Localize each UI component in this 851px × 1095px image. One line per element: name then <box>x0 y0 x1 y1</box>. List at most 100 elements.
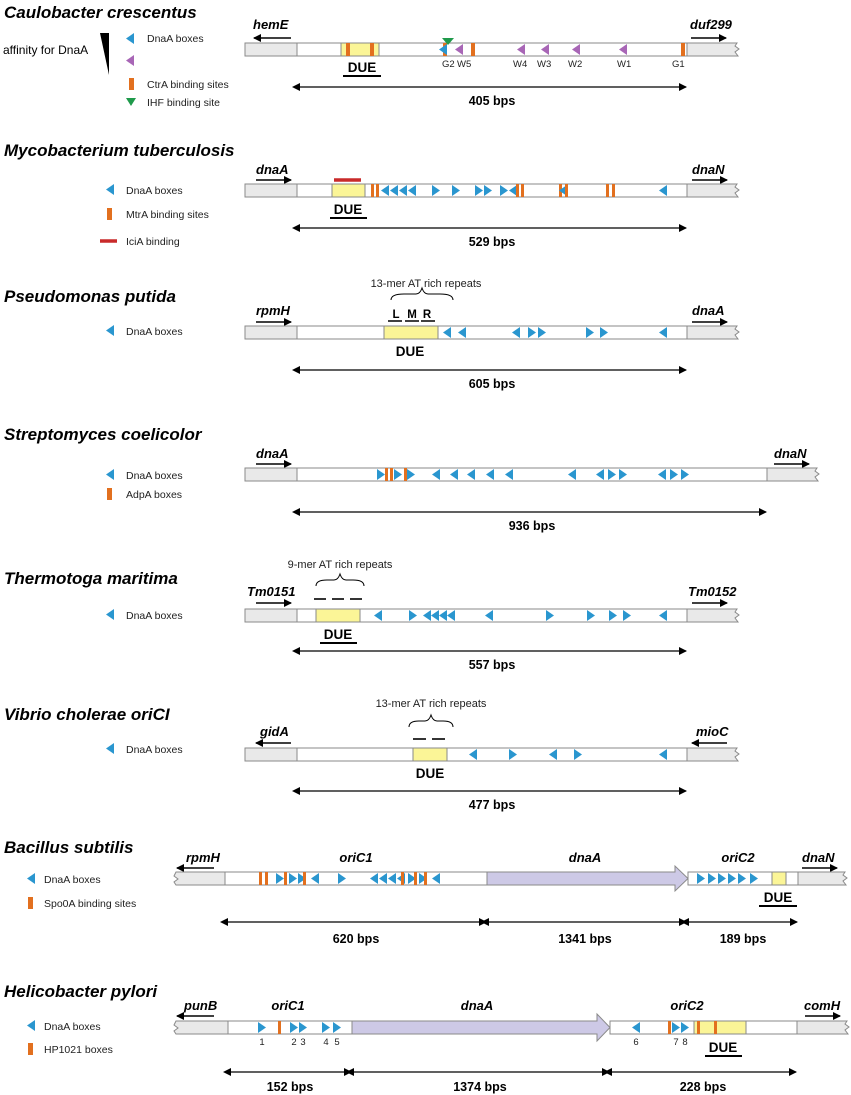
dnaa-gene-arrow <box>351 1012 611 1043</box>
flank-gene-box <box>244 608 298 623</box>
spo0a-site <box>265 872 268 885</box>
span-label: 189 bps <box>720 932 767 946</box>
ctra-site <box>346 43 350 56</box>
flank-gene-box <box>686 42 740 57</box>
gene-label-tm0152: Tm0152 <box>688 584 737 599</box>
legend-label: HP1021 boxes <box>44 1044 113 1056</box>
dnaa-box <box>512 327 520 338</box>
gene-label-mioC: mioC <box>696 724 729 739</box>
dnaa-box <box>608 469 616 480</box>
dnaa-box <box>486 469 494 480</box>
span-label: 152 bps <box>267 1080 314 1094</box>
flank-gene-box <box>173 871 226 886</box>
dnaa-gene-arrow <box>486 864 689 893</box>
span-label: 477 bps <box>469 798 516 812</box>
gene-label-hemE: hemE <box>253 17 289 32</box>
origin-bar <box>224 871 488 886</box>
mtra-site <box>612 184 615 197</box>
repeat-note: 13-mer AT rich repeats <box>371 278 482 290</box>
flank-gene-box <box>173 1020 229 1035</box>
panel-mycobacterium: Mycobacterium tuberculosis dnaA dnaN DUE <box>4 141 740 249</box>
dnaa-box <box>549 749 557 760</box>
ctra-site-icon <box>129 78 134 90</box>
dnaa-box <box>447 610 455 621</box>
dnaa-box <box>509 185 517 196</box>
site-label-w2: W2 <box>568 59 582 70</box>
hp1021-box <box>714 1021 717 1034</box>
dnaa-box <box>322 1022 330 1033</box>
dnaa-box <box>374 610 382 621</box>
dnaa-box <box>439 610 447 621</box>
dnaa-box <box>409 610 417 621</box>
dnaa-box-weak <box>619 44 627 55</box>
legend-label: DnaA boxes <box>126 326 183 338</box>
due-region <box>331 183 366 198</box>
gene-label-punB: punB <box>183 998 217 1013</box>
dnaa-box <box>432 469 440 480</box>
gene-label-dnaA: dnaA <box>256 446 289 461</box>
gene-label-rpmH: rpmH <box>256 303 291 318</box>
dnaa-box-icon <box>106 184 114 195</box>
adpa-box <box>385 468 388 481</box>
due-region <box>315 608 361 623</box>
panel-caulobacter: Caulobacter crescentus hemE duf299 G2 W5… <box>3 3 740 109</box>
site-label-g1: G1 <box>672 59 685 70</box>
dnaa-box <box>381 185 389 196</box>
due-label: DUE <box>764 890 793 905</box>
ihf-site-icon <box>126 98 136 106</box>
dnaa-box <box>377 469 385 480</box>
hp1021-box <box>278 1021 281 1034</box>
gene-label-dnaN: dnaN <box>802 850 835 865</box>
dnaa-box <box>258 1022 266 1033</box>
dnaa-box <box>338 873 346 884</box>
dnaa-box <box>370 873 378 884</box>
box-number: 5 <box>334 1037 339 1048</box>
panel-title: Streptomyces coelicolor <box>4 425 203 444</box>
gene-label-duf299: duf299 <box>690 17 733 32</box>
box-number: 2 <box>291 1037 296 1048</box>
dnaa-box-weak <box>541 44 549 55</box>
dnaa-box <box>379 873 387 884</box>
spo0a-site-icon <box>28 897 33 909</box>
origin-bar <box>296 325 688 340</box>
dnaa-box <box>443 327 451 338</box>
dnaa-box <box>509 749 517 760</box>
box-number: 3 <box>300 1037 305 1048</box>
spo0a-site <box>259 872 262 885</box>
legend-label: DnaA boxes <box>44 874 101 886</box>
gene-label-dnaN: dnaN <box>692 162 725 177</box>
dnaa-box <box>708 873 716 884</box>
site-label-g2: G2 <box>442 59 455 70</box>
panel-pseudomonas: Pseudomonas putida 13-mer AT rich repeat… <box>4 278 740 391</box>
dnaa-box <box>432 185 440 196</box>
dnaa-box <box>467 469 475 480</box>
dnaa-box-weak <box>517 44 525 55</box>
dnaa-box <box>432 873 440 884</box>
dnaa-box <box>600 327 608 338</box>
box-number: 7 <box>673 1037 678 1048</box>
repeat-label-m: M <box>407 309 417 321</box>
flank-gene-box <box>796 1020 850 1035</box>
span-label: 529 bps <box>469 235 516 249</box>
legend-label: DnaA boxes <box>44 1021 101 1033</box>
gene-label-gidA: gidA <box>259 724 289 739</box>
repeat-brace <box>390 286 454 301</box>
dnaa-box <box>750 873 758 884</box>
repeat-note: 13-mer AT rich repeats <box>376 698 487 710</box>
dnaa-box <box>485 610 493 621</box>
dnaa-box-icon <box>106 609 114 620</box>
adpa-box <box>404 468 407 481</box>
flank-gene-box <box>766 467 820 482</box>
repeat-label-l: L <box>392 309 399 321</box>
gene-right: duf299 <box>690 17 733 42</box>
repeat-brace <box>408 713 454 728</box>
due-region <box>383 325 439 340</box>
ctra-site <box>370 43 374 56</box>
box-number: 6 <box>633 1037 638 1048</box>
panel-title: Caulobacter crescentus <box>4 3 197 22</box>
dnaa-box <box>528 327 536 338</box>
legend-label: MtrA binding sites <box>126 209 209 221</box>
site-label-w4: W4 <box>513 59 527 70</box>
dnaa-box <box>390 185 398 196</box>
dnaa-box <box>609 610 617 621</box>
